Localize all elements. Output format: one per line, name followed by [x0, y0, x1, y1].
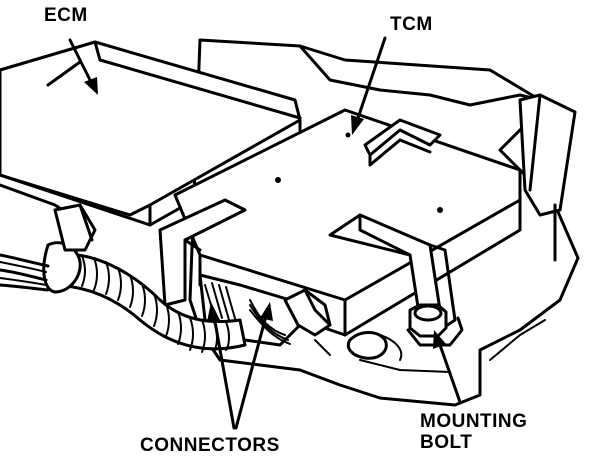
connectors [198, 273, 332, 347]
ecm-leader [68, 38, 92, 82]
tcm-module [158, 108, 522, 337]
bolt-leader [438, 343, 462, 404]
connector-leader-left [212, 314, 236, 430]
tcm-leader [356, 36, 387, 120]
mounting-label: MOUNTING [420, 411, 528, 432]
ecm-pointer-stub [46, 60, 82, 87]
wire-harness [0, 203, 247, 353]
ecm-label: ECM [44, 5, 88, 26]
connectors-label: CONNECTORS [140, 435, 280, 456]
tcm-label: TCM [390, 14, 433, 35]
connector-leader-right [234, 314, 268, 430]
leader-arrows [46, 36, 462, 430]
bolt-label: BOLT [420, 432, 473, 453]
mounting-bolt [406, 303, 464, 347]
